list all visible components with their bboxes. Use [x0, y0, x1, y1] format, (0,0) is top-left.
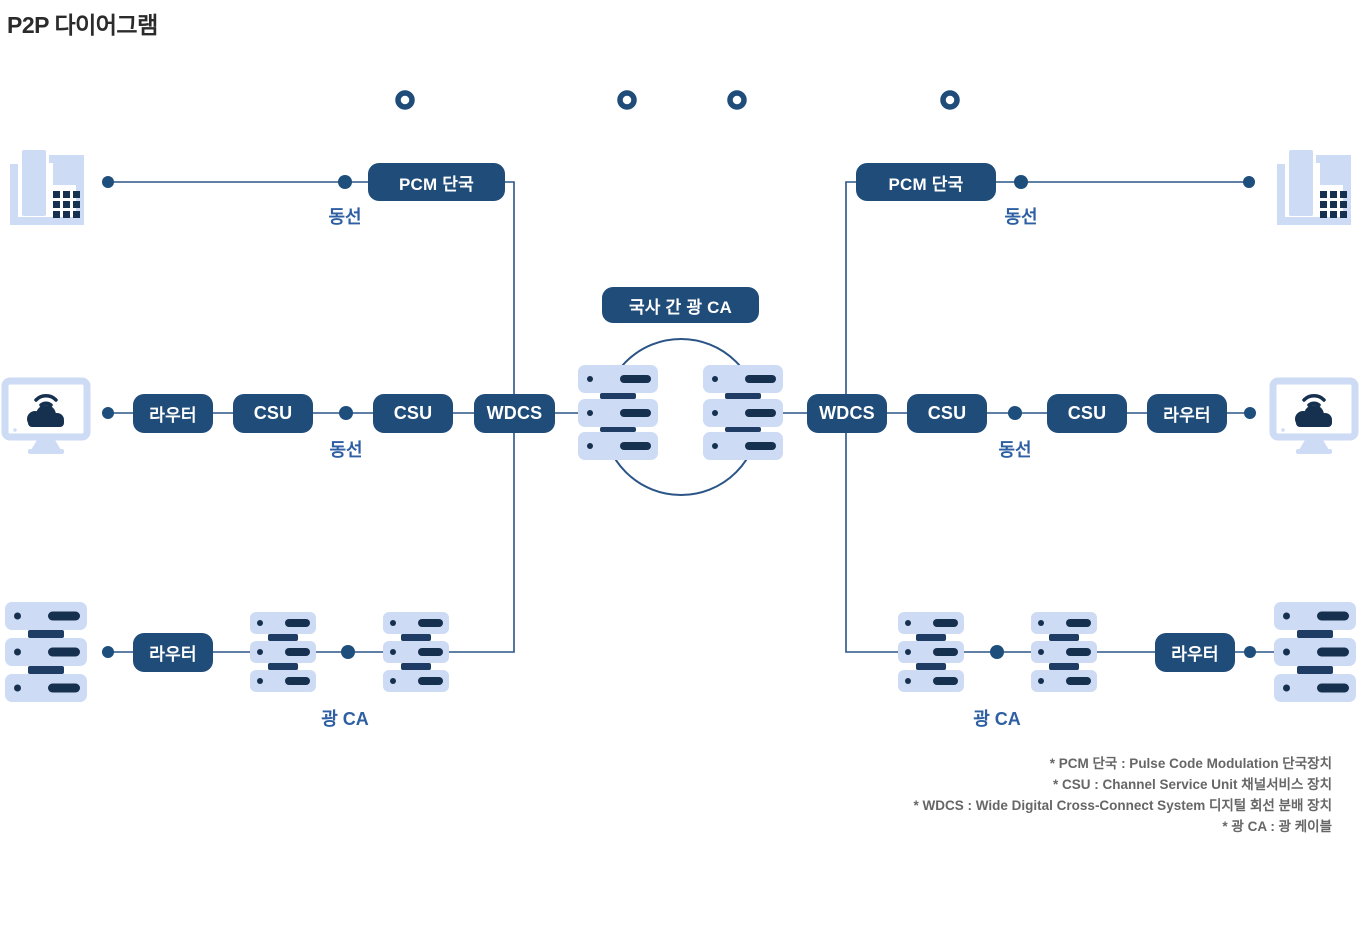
server-unit — [5, 674, 87, 702]
server-connector — [1049, 634, 1079, 641]
node-pcm-left: PCM 단국 — [368, 163, 505, 201]
server-connector — [268, 663, 298, 670]
server-unit — [898, 670, 964, 692]
server-unit — [578, 398, 658, 427]
node-core-ca: 국사 간 광 CA — [602, 287, 759, 323]
server-unit — [383, 670, 449, 692]
phone-icon — [1272, 144, 1356, 235]
wire-dot — [1244, 407, 1256, 419]
server-unit — [5, 602, 87, 630]
server-stack-icon — [1274, 602, 1356, 702]
server-unit — [703, 365, 783, 393]
label-optical-ca-left: 광 CA — [321, 709, 369, 729]
footnote-csu: * CSU : Channel Service Unit 채널서비스 장치 — [1053, 777, 1332, 792]
node-csu-right-2: CSU — [1047, 394, 1127, 433]
server-stack-icon — [898, 612, 964, 692]
wire-dot — [1244, 646, 1256, 658]
ring-marker-icon — [727, 90, 747, 110]
server-connector — [268, 634, 298, 641]
wire-dot — [102, 176, 114, 188]
label-copper-mid-right: 동선 — [998, 440, 1032, 460]
cloud-wifi-icon — [1295, 394, 1332, 427]
server-connector — [600, 426, 636, 432]
node-csu-right-1: CSU — [907, 394, 987, 433]
server-connector — [27, 630, 65, 638]
monitor-icon — [0, 376, 92, 463]
footnote-wdcs: * WDCS : Wide Digital Cross-Connect Syst… — [913, 798, 1332, 813]
ring-marker-icon — [395, 90, 415, 110]
page-title: P2P 다이어그램 — [7, 12, 158, 38]
monitor-icon — [1268, 376, 1360, 463]
node-router-mid-left: 라우터 — [133, 394, 213, 433]
server-stack-icon — [703, 365, 783, 460]
server-stack-icon — [250, 612, 316, 692]
server-connector — [916, 634, 946, 641]
wire-dot — [102, 646, 114, 658]
server-unit — [578, 432, 658, 460]
node-wdcs-left: WDCS — [474, 394, 555, 433]
server-unit — [703, 432, 783, 460]
server-unit — [5, 638, 87, 666]
server-stack-icon — [383, 612, 449, 692]
node-csu-left-1: CSU — [233, 394, 313, 433]
node-router-mid-right: 라우터 — [1147, 394, 1227, 433]
server-unit — [578, 365, 658, 393]
footnote-optical-ca: * 광 CA : 광 케이블 — [1222, 819, 1332, 834]
server-unit — [1274, 602, 1356, 630]
node-router-bottom-left: 라우터 — [133, 633, 213, 672]
wire-dot — [990, 645, 1004, 659]
server-unit — [1274, 638, 1356, 666]
server-connector — [725, 393, 761, 399]
footnote-pcm: * PCM 단국 : Pulse Code Modulation 단국장치 — [1049, 756, 1332, 771]
server-unit — [1274, 674, 1356, 702]
server-connector — [401, 663, 431, 670]
ring-marker-icon — [617, 90, 637, 110]
server-unit — [1031, 612, 1097, 634]
node-wdcs-right: WDCS — [807, 394, 887, 433]
label-optical-ca-right: 광 CA — [973, 709, 1021, 729]
footnotes: * PCM 단국 : Pulse Code Modulation 단국장치 * … — [914, 753, 1332, 837]
server-stack-icon — [5, 602, 87, 702]
server-unit — [1031, 641, 1097, 663]
server-unit — [898, 641, 964, 663]
server-stack-icon — [578, 365, 658, 460]
server-stack-icon — [1031, 612, 1097, 692]
wire-dot — [341, 645, 355, 659]
wire-dot — [339, 406, 353, 420]
wire-dot — [102, 407, 114, 419]
server-unit — [383, 641, 449, 663]
server-unit — [703, 398, 783, 427]
server-unit — [250, 641, 316, 663]
server-connector — [1296, 666, 1334, 674]
server-connector — [1296, 630, 1334, 638]
node-pcm-right: PCM 단국 — [856, 163, 996, 201]
server-unit — [383, 612, 449, 634]
server-connector — [401, 634, 431, 641]
server-unit — [250, 670, 316, 692]
wire-dot — [1014, 175, 1028, 189]
label-copper-top-left: 동선 — [328, 207, 362, 227]
cloud-wifi-icon — [27, 394, 64, 427]
phone-icon — [5, 144, 89, 235]
server-unit — [250, 612, 316, 634]
wire-dot — [1008, 406, 1022, 420]
wire-dot — [1243, 176, 1255, 188]
server-connector — [725, 426, 761, 432]
server-connector — [916, 663, 946, 670]
node-router-bottom-right: 라우터 — [1155, 633, 1235, 672]
server-unit — [1031, 670, 1097, 692]
server-unit — [898, 612, 964, 634]
server-connector — [600, 393, 636, 399]
label-copper-top-right: 동선 — [1004, 207, 1038, 227]
server-connector — [1049, 663, 1079, 670]
ring-marker-icon — [940, 90, 960, 110]
server-connector — [27, 666, 65, 674]
wire-dot — [338, 175, 352, 189]
label-copper-mid-left: 동선 — [329, 440, 363, 460]
node-csu-left-2: CSU — [373, 394, 453, 433]
